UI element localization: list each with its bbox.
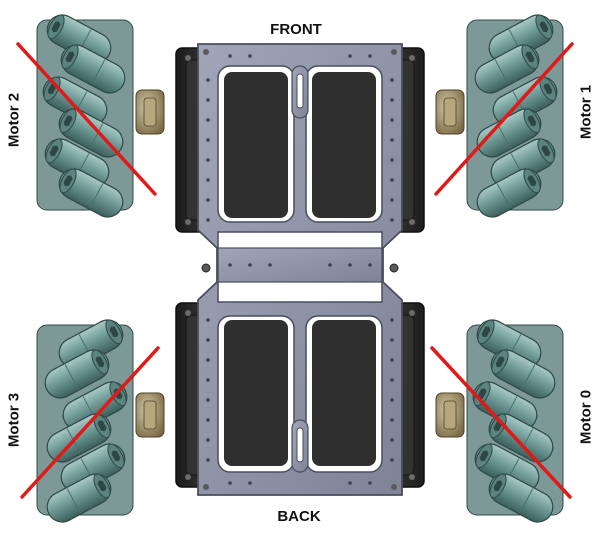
roller-axis-line-motor-2 bbox=[16, 42, 157, 196]
motor-3-label: Motor 3 bbox=[5, 392, 23, 448]
mecanum-wheel-motor-1 bbox=[467, 10, 563, 222]
roller-axis-line-motor-1 bbox=[434, 42, 574, 196]
hub-motor-1 bbox=[435, 89, 465, 135]
roller-axis-line-motor-3 bbox=[20, 346, 160, 499]
front-label: FRONT bbox=[270, 21, 322, 38]
mecanum-wheel-motor-0 bbox=[467, 315, 563, 527]
hub-motor-0 bbox=[435, 392, 465, 438]
motor-1-label: Motor 1 bbox=[577, 84, 595, 140]
hub-motor-2 bbox=[135, 89, 165, 135]
motor-0-label: Motor 0 bbox=[577, 389, 595, 445]
back-label: BACK bbox=[277, 508, 321, 525]
motor-2-label: Motor 2 bbox=[5, 92, 23, 148]
chassis-plate bbox=[197, 43, 403, 496]
roller-axis-line-motor-0 bbox=[430, 346, 572, 499]
mecanum-wheel-motor-3 bbox=[37, 315, 133, 527]
hub-motor-3 bbox=[135, 392, 165, 438]
